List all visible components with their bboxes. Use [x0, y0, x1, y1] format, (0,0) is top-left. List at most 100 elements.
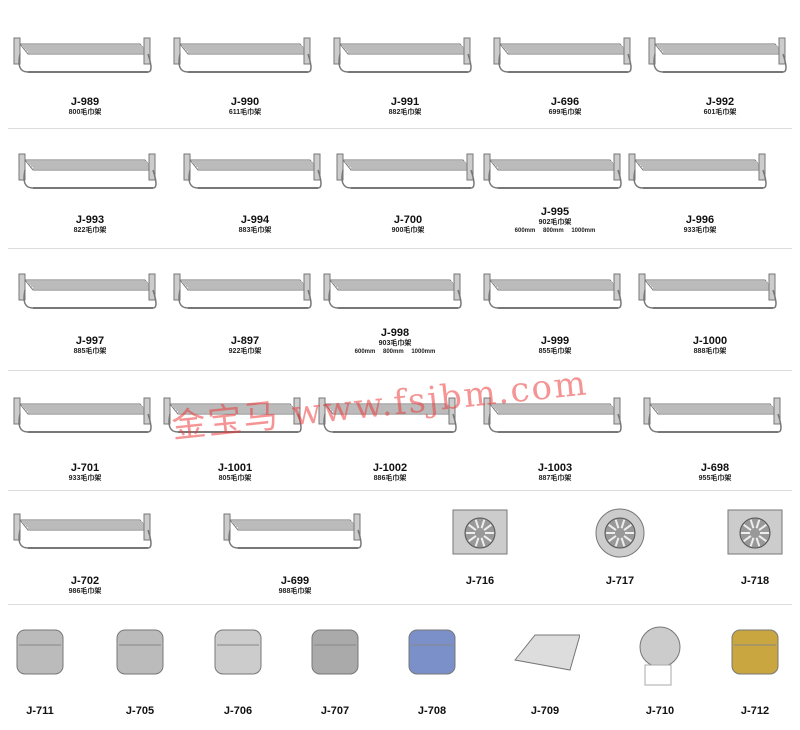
- product-code: J-702: [70, 575, 100, 587]
- product-code: J-1000: [692, 335, 728, 347]
- product-code: J-993: [75, 214, 105, 226]
- product-description: 800毛巾架: [68, 109, 102, 116]
- product-description: 955毛巾架: [698, 475, 732, 482]
- product-label: J-709: [505, 705, 585, 717]
- product-code: J-999: [540, 335, 570, 347]
- product-code: J-995: [540, 206, 570, 218]
- towel-rack-image: [163, 397, 302, 433]
- product-label: J-707: [295, 705, 375, 717]
- product-code: J-717: [605, 575, 635, 587]
- product-description: 699毛巾架: [548, 109, 582, 116]
- product-code: J-709: [530, 705, 560, 717]
- towel-rack-image: [18, 153, 157, 189]
- paper-holder-image: [116, 629, 164, 675]
- paper-holder-image: [639, 626, 681, 686]
- product-code: J-707: [320, 705, 350, 717]
- product-code: J-711: [26, 705, 54, 717]
- paper-holder-image: [408, 629, 456, 675]
- product-description: 822毛巾架: [73, 227, 107, 234]
- divider: [8, 604, 792, 605]
- towel-rack-image: [13, 397, 152, 433]
- product-code: J-994: [240, 214, 270, 226]
- paper-holder-image: [311, 629, 359, 675]
- towel-rack-image: [483, 397, 622, 433]
- product-description: 888毛巾架: [693, 348, 727, 355]
- towel-rack-image: [318, 397, 457, 433]
- towel-rack-image: [13, 37, 152, 73]
- product-description: 611毛巾架: [228, 109, 262, 116]
- towel-rack-image: [323, 273, 462, 309]
- product-label: J-718: [705, 575, 800, 587]
- product-label: J-712: [715, 705, 795, 717]
- product-code: J-1002: [372, 462, 408, 474]
- product-code: J-1003: [537, 462, 573, 474]
- product-code: J-997: [75, 335, 105, 347]
- product-label: J-711: [0, 705, 80, 717]
- product-description: 805毛巾架: [218, 475, 252, 482]
- product-code: J-700: [393, 214, 423, 226]
- product-code: J-701: [70, 462, 100, 474]
- floor-drain-image: [727, 509, 783, 555]
- floor-drain-image: [452, 509, 508, 555]
- product-sizes: 600mm 800mm 1000mm: [514, 228, 596, 234]
- towel-rack-image: [493, 37, 632, 73]
- product-description: 882毛巾架: [388, 109, 422, 116]
- product-label: J-708: [392, 705, 472, 717]
- product-description: 922毛巾架: [228, 348, 262, 355]
- towel-rack-image: [643, 397, 782, 433]
- product-label: J-705: [100, 705, 180, 717]
- towel-rack-image: [13, 513, 152, 549]
- product-code: J-991: [390, 96, 420, 108]
- paper-holder-image: [514, 634, 580, 671]
- product-description: 903毛巾架: [378, 340, 412, 347]
- product-label: J-706: [198, 705, 278, 717]
- product-sizes: 600mm 800mm 1000mm: [354, 349, 436, 355]
- product-code: J-698: [700, 462, 730, 474]
- divider: [8, 248, 792, 249]
- product-code: J-998: [380, 327, 410, 339]
- towel-rack-image: [336, 153, 475, 189]
- floor-drain-image: [595, 508, 645, 558]
- product-code: J-1001: [217, 462, 253, 474]
- product-description: 986毛巾架: [68, 588, 102, 595]
- product-description: 886毛巾架: [373, 475, 407, 482]
- towel-rack-image: [173, 273, 312, 309]
- paper-holder-image: [16, 629, 64, 675]
- product-description: 855毛巾架: [538, 348, 572, 355]
- product-code: J-989: [70, 96, 100, 108]
- product-description: 887毛巾架: [538, 475, 572, 482]
- product-label: J-710: [620, 705, 700, 717]
- product-label: J-717: [570, 575, 670, 587]
- product-description: 933毛巾架: [683, 227, 717, 234]
- towel-rack-image: [18, 273, 157, 309]
- product-code: J-990: [230, 96, 260, 108]
- product-code: J-897: [230, 335, 260, 347]
- product-code: J-992: [705, 96, 735, 108]
- product-label: J-716: [430, 575, 530, 587]
- towel-rack-image: [223, 513, 362, 549]
- product-code: J-716: [465, 575, 495, 587]
- divider: [8, 370, 792, 371]
- towel-rack-image: [638, 273, 777, 309]
- product-code: J-708: [417, 705, 447, 717]
- product-code: J-718: [740, 575, 770, 587]
- divider: [8, 490, 792, 491]
- paper-holder-image: [731, 629, 779, 675]
